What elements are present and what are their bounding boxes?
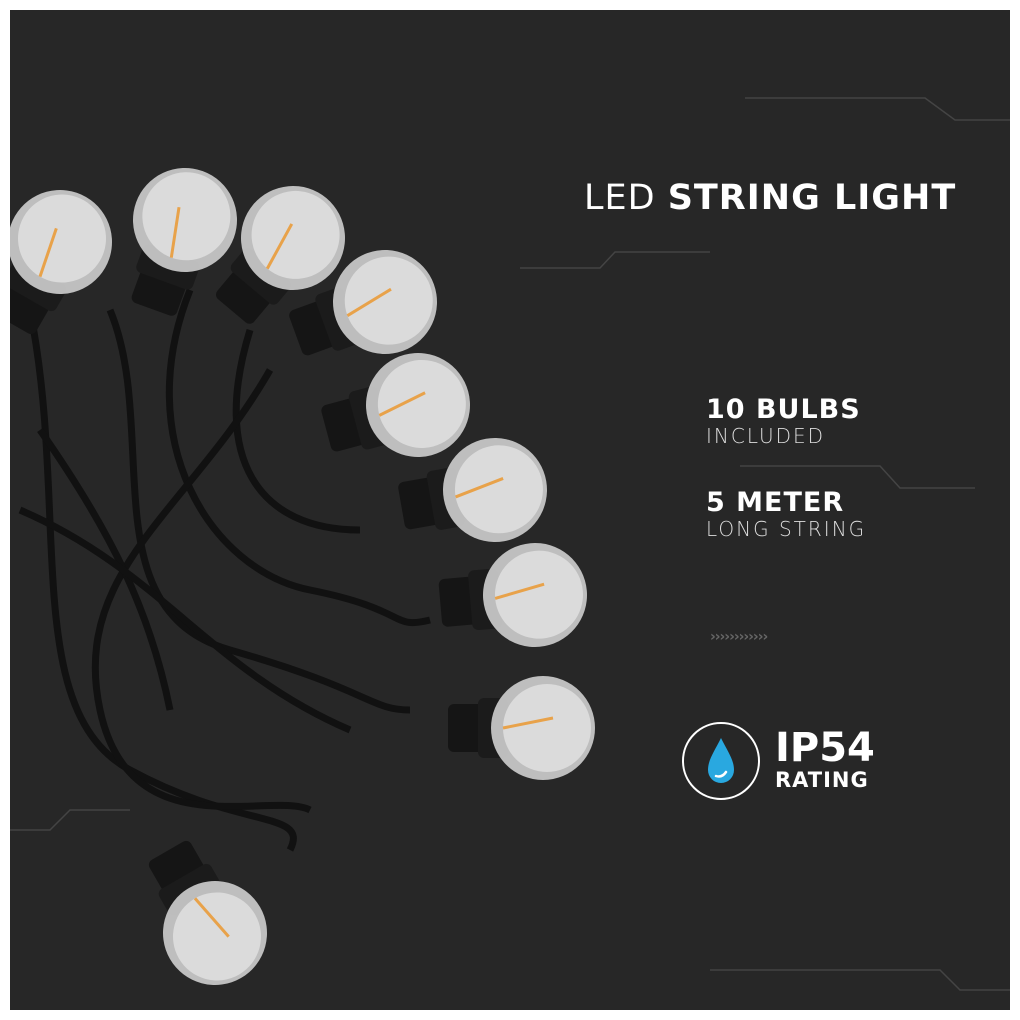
bulb	[131, 168, 237, 316]
cables	[18, 288, 431, 852]
bulb	[398, 438, 547, 542]
feature-headline: 10 BULBS	[706, 394, 861, 425]
string-light-illustration	[10, 97, 1010, 991]
headline-part1: LED	[584, 178, 656, 218]
feature-sub: INCLUDED	[706, 424, 826, 448]
decor-lines	[10, 97, 1010, 991]
ip-rating: IP54 RATING	[775, 728, 875, 792]
feature-headline: 5 METER	[706, 487, 845, 518]
feature-length: 5 METER LONG STRING	[706, 487, 867, 541]
ip-label: RATING	[775, 768, 869, 792]
chevron-divider: ››››››››››››	[710, 629, 768, 645]
feature-sub: LONG STRING	[706, 517, 867, 541]
bulb	[10, 190, 112, 335]
bulb	[148, 840, 267, 985]
product-banner: LED STRING LIGHT 10 BULBS INCLUDED 5 MET…	[10, 10, 1010, 1010]
bulb	[289, 250, 437, 356]
headline-part2: STRING LIGHT	[667, 178, 957, 218]
ip-code: IP54	[775, 725, 875, 771]
bulb	[321, 353, 470, 457]
water-drop-icon	[682, 722, 760, 800]
feature-bulbs: 10 BULBS INCLUDED	[706, 394, 861, 448]
bulb	[448, 676, 595, 780]
bulb	[216, 186, 345, 324]
bulbs	[10, 168, 595, 985]
bulb	[438, 543, 587, 647]
headline: LED STRING LIGHT	[584, 178, 956, 218]
